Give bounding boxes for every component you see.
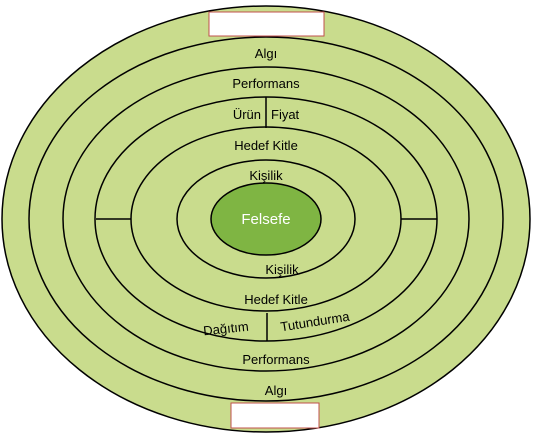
label-top-ring5: Kişilik: [249, 168, 283, 183]
label-bottom-ring3-left: Dağıtım: [203, 319, 250, 339]
label-bottom-ring2: Performans: [242, 352, 310, 367]
label-top-ring4: Hedef Kitle: [234, 138, 298, 153]
bottom-empty-label-box: [230, 402, 320, 429]
label-bottom-ring4: Hedef Kitle: [244, 292, 308, 307]
center-ellipse: [210, 182, 322, 256]
label-bottom-ring5: Kişilik: [265, 262, 299, 277]
label-top-ring2: Performans: [232, 76, 300, 91]
label-top-ring1: Algı: [255, 46, 277, 61]
label-bottom-ring1: Algı: [265, 383, 287, 398]
top-empty-label-box: [208, 11, 325, 37]
label-top-ring3-left: Ürün: [233, 107, 261, 122]
label-top-ring3-right: Fiyat: [271, 107, 300, 122]
label-center: Felsefe: [241, 211, 290, 228]
